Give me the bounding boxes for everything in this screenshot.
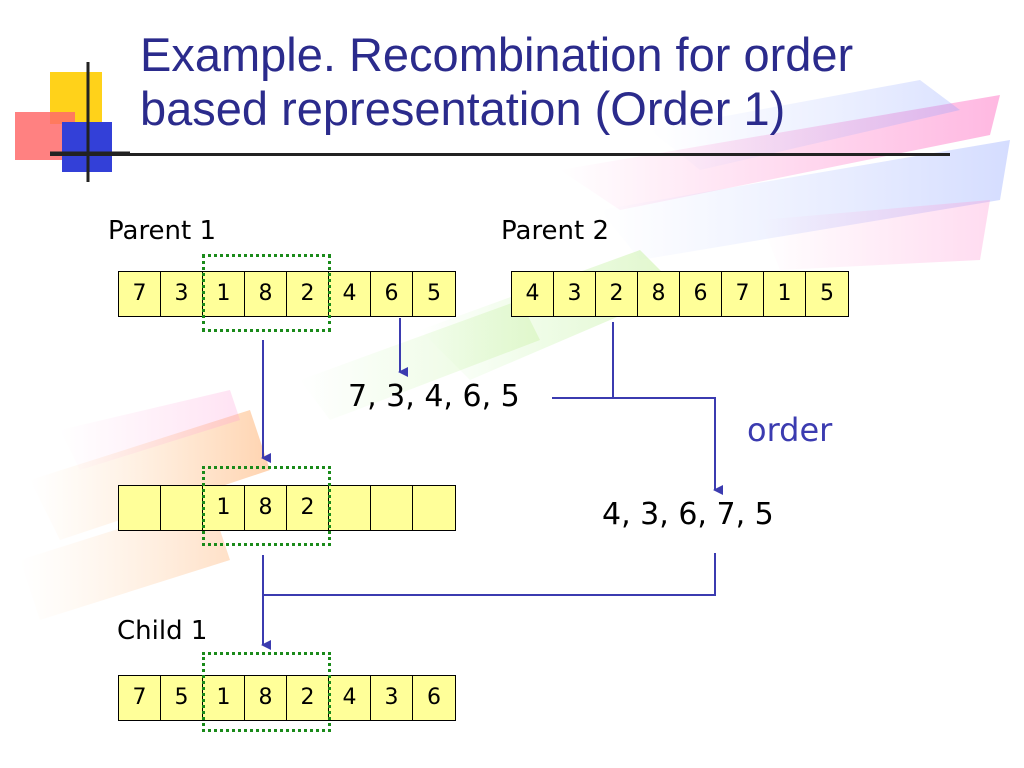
order-label: order [747,411,833,449]
parent2-cell: 5 [806,272,848,316]
line-reordered-to-child [263,553,716,596]
intermediate-cell: 8 [245,486,287,530]
parent1-cell: 8 [245,272,287,316]
parent2-cell: 4 [512,272,554,316]
parent1-cell: 4 [329,272,371,316]
reordered-sequence: 4, 3, 6, 7, 5 [602,497,774,532]
intermediate-row: 1 8 2 [118,485,456,531]
parent1-cell: 1 [203,272,245,316]
parent1-cell: 3 [161,272,203,316]
intermediate-cell: 2 [287,486,329,530]
child1-cell: 4 [329,676,371,720]
parent1-label: Parent 1 [108,216,217,246]
parent1-segment-box [202,254,331,332]
intermediate-cell [371,486,413,530]
child1-cell: 6 [413,676,455,720]
child1-row: 7 5 1 8 2 4 3 6 [118,675,456,721]
parent1-cell: 7 [119,272,161,316]
arrow-order-to-reordered [552,397,723,495]
child1-label: Child 1 [117,616,208,646]
child1-cell: 1 [203,676,245,720]
parent2-row: 4 3 2 8 6 7 1 5 [511,271,849,317]
parent2-cell: 8 [638,272,680,316]
child1-segment-box [202,652,331,732]
intermediate-cell [413,486,455,530]
intermediate-cell: 1 [203,486,245,530]
slide-title: Example. Recombination for order based r… [140,28,1000,136]
parent1-cell: 5 [413,272,455,316]
parent2-cell: 3 [554,272,596,316]
title-line-2: based representation (Order 1) [140,82,786,135]
title-line-1: Example. Recombination for order [140,28,854,81]
child1-cell: 2 [287,676,329,720]
intermediate-cell [119,486,161,530]
parent2-cell: 1 [764,272,806,316]
parent2-label: Parent 2 [501,216,610,246]
parent1-cell: 6 [371,272,413,316]
intermediate-segment-box [202,466,331,546]
parent1-row: 7 3 1 8 2 4 6 5 [118,271,456,317]
child1-cell: 3 [371,676,413,720]
child1-cell: 5 [161,676,203,720]
parent2-cell: 7 [722,272,764,316]
remaining-sequence: 7, 3, 4, 6, 5 [348,379,520,414]
intermediate-cell [329,486,371,530]
child1-cell: 8 [245,676,287,720]
parent1-cell: 2 [287,272,329,316]
intermediate-cell [161,486,203,530]
parent2-cell: 6 [680,272,722,316]
title-underline [50,153,950,156]
child1-cell: 7 [119,676,161,720]
parent2-cell: 2 [596,272,638,316]
